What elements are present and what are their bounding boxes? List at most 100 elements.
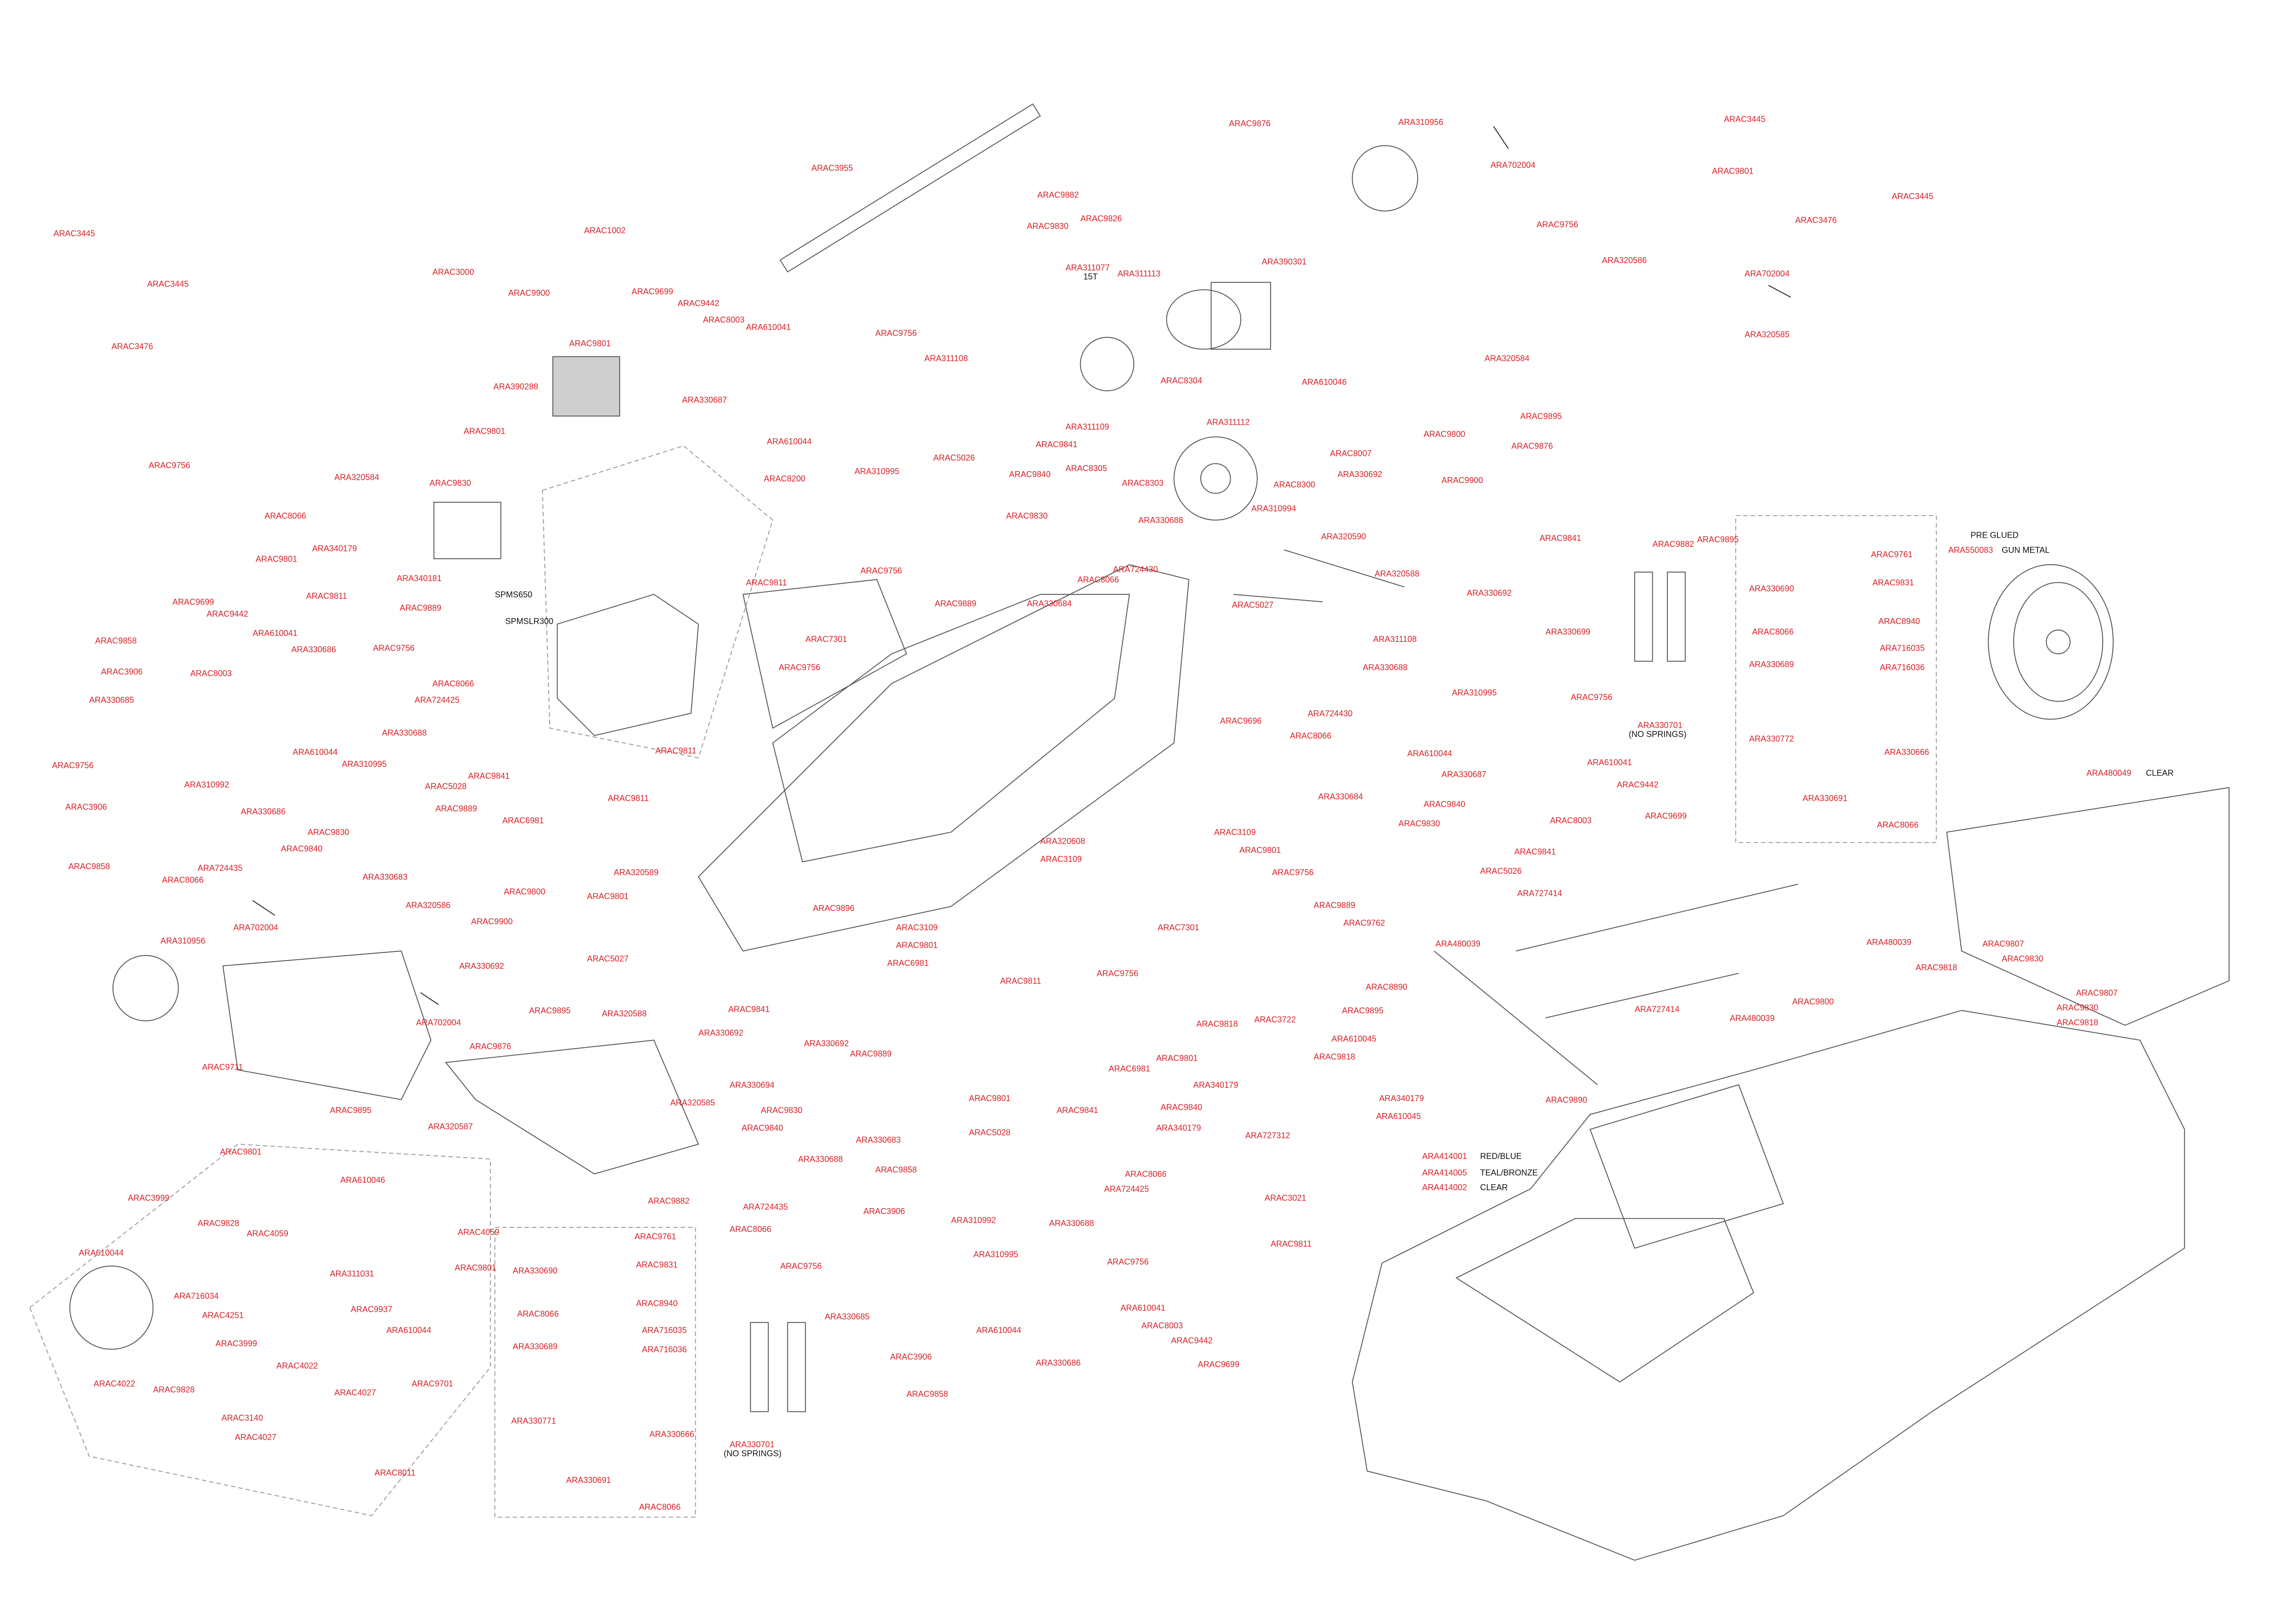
part-number-callout: ARAC9756 xyxy=(373,645,415,654)
part-number-callout: ARAC9801 xyxy=(569,340,611,349)
part-number-callout: ARA330692 xyxy=(1337,471,1383,480)
part-number-callout: ARAC8066 xyxy=(264,512,306,522)
part-number-callout: ARA390301 xyxy=(1261,259,1307,268)
part-number-callout: ARAC3999 xyxy=(215,1340,257,1349)
part-number-callout: ARA330685 xyxy=(89,697,134,706)
part-number-callout: ARA702004 xyxy=(1490,162,1536,171)
part-number-callout: ARAC9801 xyxy=(1712,168,1754,177)
part-number-callout: ARAC8066 xyxy=(1290,732,1332,742)
part-number-callout: ARAC3445 xyxy=(53,230,96,240)
part-number-callout: ARA340181 xyxy=(397,575,442,584)
part-number-callout: ARAC9442 xyxy=(206,611,248,620)
front-bumper-drawing xyxy=(222,950,432,1100)
rear-shocks-drawing xyxy=(750,571,1686,1412)
part-number-callout: ARAC3445 xyxy=(147,281,189,290)
part-number-callout: ARA330683 xyxy=(856,1136,901,1146)
part-number-callout: ARAC9756 xyxy=(148,462,191,471)
truck-body-drawing xyxy=(1351,1010,2185,1561)
part-number-callout: ARA610046 xyxy=(340,1177,385,1186)
part-number-callout: ARA727414 xyxy=(1634,1006,1680,1015)
part-number-callout: ARA311077 xyxy=(1065,264,1110,274)
part-number-callout: ARAC9840 xyxy=(1424,801,1465,810)
diff-kit-box xyxy=(29,1143,491,1516)
part-note: 15T xyxy=(1083,273,1098,282)
part-number-callout: ARA311112 xyxy=(1206,419,1250,428)
part-number-callout: ARAC8003 xyxy=(190,670,232,679)
part-number-callout: ARA330688 xyxy=(1362,664,1408,673)
part-number-callout: ARAC9830 xyxy=(1398,820,1440,829)
part-number-callout: ARAC9895 xyxy=(1342,1007,1384,1017)
part-number-callout: ARA414005 xyxy=(1422,1169,1467,1179)
part-note: SPMS650 xyxy=(495,591,533,601)
part-note: RED/BLUE xyxy=(1480,1153,1522,1162)
part-number-callout: ARA310995 xyxy=(973,1251,1019,1260)
part-number-callout: ARAC9882 xyxy=(1652,540,1694,550)
part-number-callout: ARAC8066 xyxy=(1877,821,1919,831)
part-number-callout: ARA310995 xyxy=(854,468,900,477)
part-number-callout: ARA320586 xyxy=(405,902,451,911)
part-number-callout: ARA310992 xyxy=(184,782,229,791)
part-number-callout: ARA610044 xyxy=(386,1327,432,1336)
part-number-callout: ARAC9801 xyxy=(1239,847,1281,856)
spur-gear-drawing xyxy=(1080,337,1258,521)
part-number-callout: ARA330689 xyxy=(1749,661,1794,670)
part-number-callout: ARAC9895 xyxy=(1697,536,1739,545)
part-number-callout: ARAC5027 xyxy=(1232,602,1274,611)
part-number-callout: ARA330692 xyxy=(459,963,504,972)
part-number-callout: ARAC8003 xyxy=(1550,817,1592,826)
part-number-callout: ARA320584 xyxy=(334,474,379,483)
part-number-callout: ARAC3955 xyxy=(811,165,853,174)
motor-drawing xyxy=(1166,281,1271,350)
part-number-callout: ARAC9882 xyxy=(1037,191,1079,201)
part-number-callout: ARA724425 xyxy=(1104,1186,1149,1195)
part-number-callout: ARAC8066 xyxy=(162,877,204,886)
part-number-callout: ARAC7301 xyxy=(1157,924,1199,933)
part-number-callout: ARAC9890 xyxy=(1545,1096,1587,1106)
part-number-callout: ARA320587 xyxy=(428,1123,473,1132)
part-number-callout: ARAC9442 xyxy=(1171,1337,1213,1346)
part-number-callout: ARAC8066 xyxy=(639,1504,681,1513)
part-number-callout: ARAC9830 xyxy=(307,829,349,838)
part-number-callout: ARA311109 xyxy=(1065,423,1109,433)
part-number-callout: ARAC3109 xyxy=(896,924,938,933)
part-number-callout: ARA330701 xyxy=(1638,722,1683,731)
part-number-callout: ARAC1002 xyxy=(584,227,626,236)
part-number-callout: ARAC9761 xyxy=(634,1233,676,1243)
part-number-callout: ARAC5028 xyxy=(425,783,467,792)
part-number-callout: ARAC9807 xyxy=(2076,990,2118,999)
part-number-callout: ARAC9830 xyxy=(2002,955,2043,965)
part-number-callout: ARAC9895 xyxy=(1520,413,1562,422)
part-number-callout: ARAC9896 xyxy=(813,905,855,914)
part-number-callout: ARAC9830 xyxy=(760,1107,803,1116)
part-number-callout: ARA320608 xyxy=(1040,838,1085,847)
part-number-callout: ARAC4027 xyxy=(235,1434,276,1443)
part-number-callout: ARAC9830 xyxy=(1006,512,1048,522)
part-number-callout: ARAC9876 xyxy=(1511,443,1553,452)
servo-drawing xyxy=(433,501,501,559)
part-number-callout: ARAC4022 xyxy=(276,1362,318,1372)
part-number-callout: ARAC9801 xyxy=(969,1095,1011,1104)
esc-drawing xyxy=(552,356,620,417)
part-number-callout: ARAC9801 xyxy=(463,428,506,437)
part-number-callout: ARA330686 xyxy=(241,808,286,817)
part-number-callout: ARA330691 xyxy=(566,1477,611,1486)
part-number-callout: ARAC9900 xyxy=(471,918,513,928)
part-number-callout: ARAC9841 xyxy=(468,772,510,782)
part-number-callout: ARAC9699 xyxy=(1198,1361,1239,1370)
part-number-callout: ARAC3722 xyxy=(1254,1016,1296,1025)
part-number-callout: ARAC8007 xyxy=(1330,450,1372,459)
part-number-callout: ARAC9756 xyxy=(1107,1259,1149,1268)
part-number-callout: ARA610046 xyxy=(1301,379,1347,388)
part-note: SPMSLR300 xyxy=(505,618,553,627)
part-number-callout: ARAC8200 xyxy=(764,475,806,485)
part-number-callout: ARAC9756 xyxy=(1097,970,1138,979)
part-number-callout: ARA311108 xyxy=(924,355,968,364)
part-number-callout: ARAC9696 xyxy=(1220,718,1262,727)
part-number-callout: ARAC9840 xyxy=(1160,1104,1203,1113)
part-number-callout: ARA610044 xyxy=(79,1249,124,1259)
part-number-callout: ARA716036 xyxy=(1880,664,1925,673)
part-note: PRE GLUED xyxy=(1970,532,2019,541)
part-number-callout: ARA610044 xyxy=(293,749,338,758)
part-number-callout: ARAC9811 xyxy=(306,593,347,602)
